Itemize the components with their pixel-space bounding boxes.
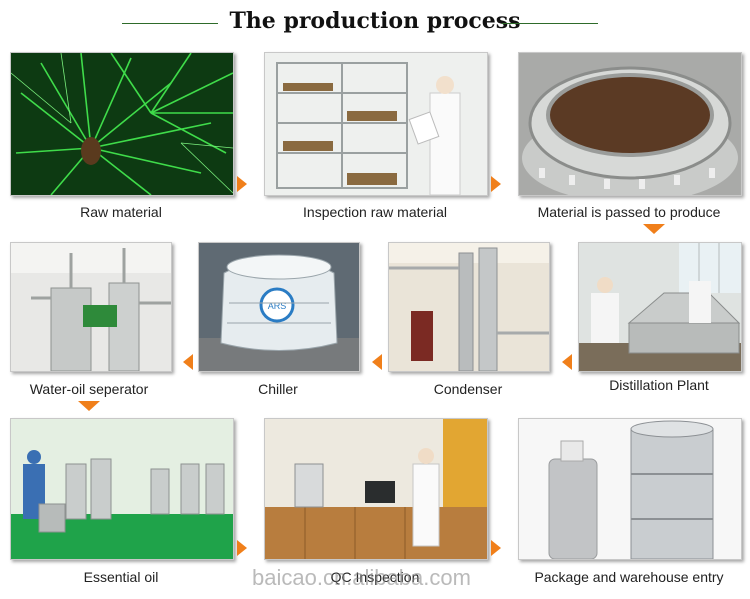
step-label-package-warehouse: Package and warehouse entry — [534, 569, 724, 585]
flow-arrow-down — [643, 224, 665, 234]
package-warehouse-photo — [518, 418, 742, 560]
watermark: baicao.cn.alibaba.com — [252, 565, 471, 590]
step-label-material-passed: Material is passed to produce — [537, 204, 721, 220]
title-rule-left — [122, 23, 218, 24]
flow-arrow-down — [78, 401, 100, 411]
inspection-raw-material-photo — [264, 52, 488, 196]
title-rule-right — [502, 23, 598, 24]
flow-arrow-right — [491, 540, 501, 556]
flow-arrow-left — [183, 354, 193, 370]
condenser-photo — [388, 242, 550, 372]
step-label-essential-oil: Essential oil — [83, 569, 159, 585]
raw-material-photo — [10, 52, 234, 196]
chiller-photo: ARS — [198, 242, 360, 372]
step-label-chiller: Chiller — [258, 381, 298, 397]
essential-oil-photo — [10, 418, 234, 560]
flow-arrow-right — [237, 176, 247, 192]
step-label-inspection-raw-material: Inspection raw material — [303, 204, 447, 220]
step-label-distillation-plant: Distillation Plant — [609, 377, 709, 393]
step-label-water-oil-seperator: Water-oil seperator — [29, 381, 149, 397]
flow-arrow-left — [562, 354, 572, 370]
distillation-plant-photo — [578, 242, 742, 372]
qc-inspection-photo — [264, 418, 488, 560]
step-label-raw-material: Raw material — [80, 204, 162, 220]
step-label-qc-inspection: QC Inspection — [330, 569, 420, 585]
header: The production process — [0, 0, 750, 44]
water-oil-seperator-photo — [10, 242, 172, 372]
page-title: The production process — [229, 8, 521, 34]
material-passed-photo — [518, 52, 742, 196]
flow-arrow-left — [372, 354, 382, 370]
svg-text:ARS: ARS — [268, 301, 287, 311]
flow-arrow-right — [491, 176, 501, 192]
step-label-condenser: Condenser — [433, 381, 503, 397]
flow-arrow-right — [237, 540, 247, 556]
